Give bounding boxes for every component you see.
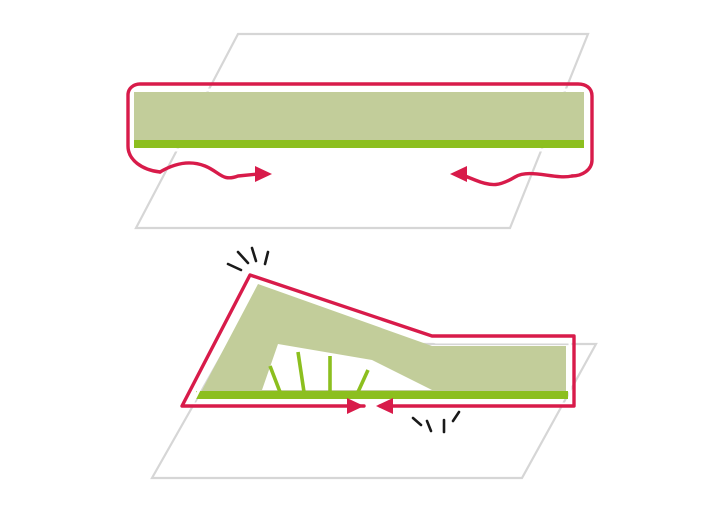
lifted-state-panel: [150, 342, 598, 480]
lifted-state-scene: [150, 246, 598, 480]
lifted-outline: [180, 273, 576, 408]
flat-outline: [126, 82, 594, 178]
lifted-gap: [262, 344, 432, 390]
support-struts: [268, 351, 370, 393]
arrow-left-icon: [376, 398, 393, 414]
flat-edge-strip: [134, 140, 584, 148]
flat-state-panel: [134, 32, 590, 230]
flat-membrane: [134, 92, 584, 141]
spark-burst-icon: [226, 246, 270, 272]
spark-burst-icon: [411, 410, 461, 434]
arrow-right-icon: [347, 398, 364, 414]
wavy-arrow-right-icon: [158, 161, 272, 182]
flat-inner-stroke: [130, 88, 588, 152]
lifted-inner-stroke: [189, 278, 572, 406]
wavy-arrow-left-icon: [450, 166, 574, 187]
lifted-edge-strip: [196, 391, 568, 399]
flat-state-scene: [126, 32, 594, 230]
